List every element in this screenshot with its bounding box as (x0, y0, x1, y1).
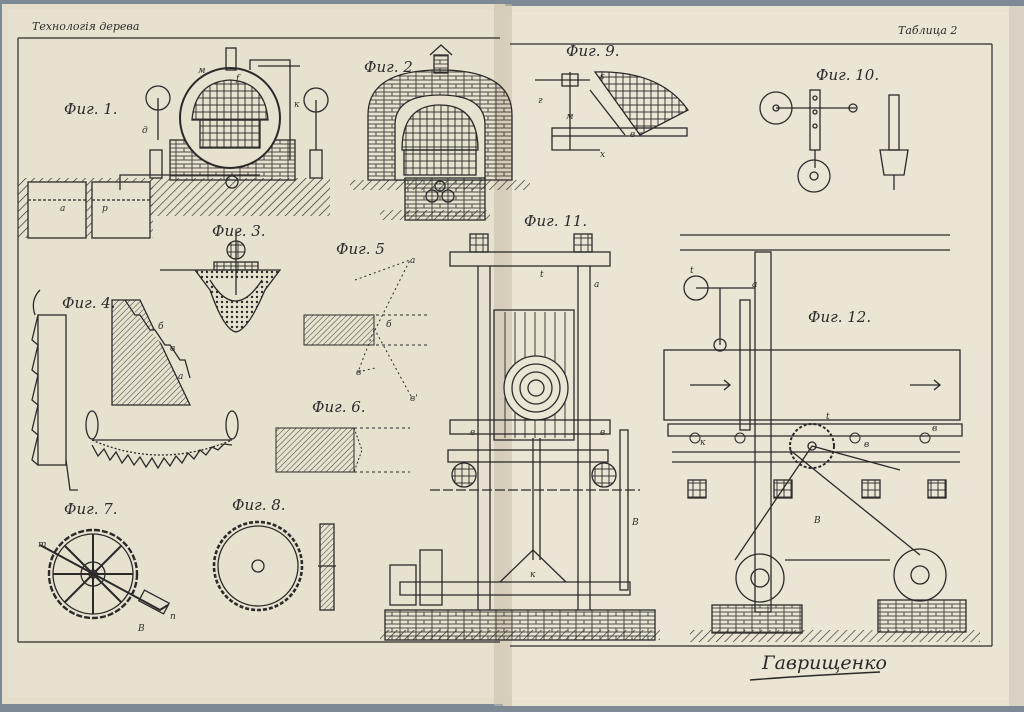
f11-letter-B: В (632, 518, 639, 528)
f1-letter-a: а (60, 204, 66, 214)
f5-letter-b: б (386, 320, 392, 330)
figure-7-label: Фиг. 7. (64, 500, 118, 518)
f11-letter-t: t (540, 270, 544, 280)
f12-letter-v2: в (864, 440, 870, 450)
f1-letter-f: f (236, 74, 240, 84)
f4-letter-a: а (178, 372, 184, 382)
f5-letter-v2: в' (410, 394, 418, 404)
figure-3-drawing (160, 230, 282, 333)
f1-letter-k: к (294, 100, 300, 110)
f4-letter-b: б (158, 322, 164, 332)
f7-letter-n: n (170, 612, 176, 622)
f12-letter-t2: t (826, 412, 830, 422)
figure-2-drawing (350, 44, 530, 221)
figure-3-label: Фиг. 3. (212, 222, 266, 240)
figure-12-label: Фиг. 12. (808, 308, 872, 326)
figure-5-label: Фиг. 5 (336, 240, 385, 258)
figure-6-label: Фиг. 6. (312, 398, 366, 416)
plate-frame (17, 37, 993, 647)
f5-letter-a: а (410, 256, 416, 266)
f7-letter-t: т (38, 540, 47, 550)
f11-letter-v: в (470, 428, 476, 438)
figure-10-label: Фиг. 10. (816, 66, 880, 84)
figure-5-drawing (303, 259, 430, 399)
figure-4-label: Фиг. 4. (62, 294, 116, 312)
f5-letter-v: в (356, 368, 362, 378)
figure-8-label: Фиг. 8. (232, 496, 286, 514)
signature-underline (749, 671, 881, 681)
f9-letter-v: в (630, 130, 636, 140)
figure-10-drawing (759, 89, 909, 193)
header-left-title: Технологія дерева (32, 20, 140, 33)
f1-letter-r: р (102, 204, 108, 214)
figure-6-drawing (275, 427, 410, 473)
figure-9-drawing (535, 71, 689, 151)
f9-letter-m: м (566, 112, 574, 122)
figure-2-label: Фиг. 2 (364, 58, 413, 76)
f1-letter-m: м (198, 66, 206, 76)
right-page (503, 6, 1021, 706)
figure-8-drawing (212, 520, 336, 612)
f11-letter-v2: в (600, 428, 606, 438)
figure-1-label: Фиг. 1. (64, 100, 118, 118)
figure-9-label: Фиг. 9. (566, 42, 620, 60)
figure-11-label: Фиг. 11. (524, 212, 588, 230)
signature: Гаврищенко (762, 652, 887, 674)
f12-letter-v: в (932, 424, 938, 434)
f11-letter-a: а (594, 280, 600, 290)
f4-letter-v: в (170, 344, 176, 354)
figure-7-drawing (39, 528, 171, 620)
figure-12-drawing (663, 234, 980, 642)
f12-letter-a: а (752, 280, 758, 290)
f7-letter-B: В (138, 624, 145, 634)
f11-letter-k: к (530, 570, 536, 580)
f12-letter-t: t (690, 266, 694, 276)
f12-letter-k: к (700, 438, 706, 448)
figure-4-drawing (31, 289, 239, 491)
f1-letter-d: д (142, 126, 148, 136)
f12-letter-B: В (814, 516, 821, 526)
f9-letter-x: x (600, 150, 606, 160)
figure-11-drawing (380, 233, 660, 641)
figure-1-drawing (18, 47, 330, 239)
header-right-title: Таблица 2 (898, 24, 958, 37)
f9-letter-g: г (538, 96, 543, 106)
f9-letter-s: s (600, 72, 605, 82)
